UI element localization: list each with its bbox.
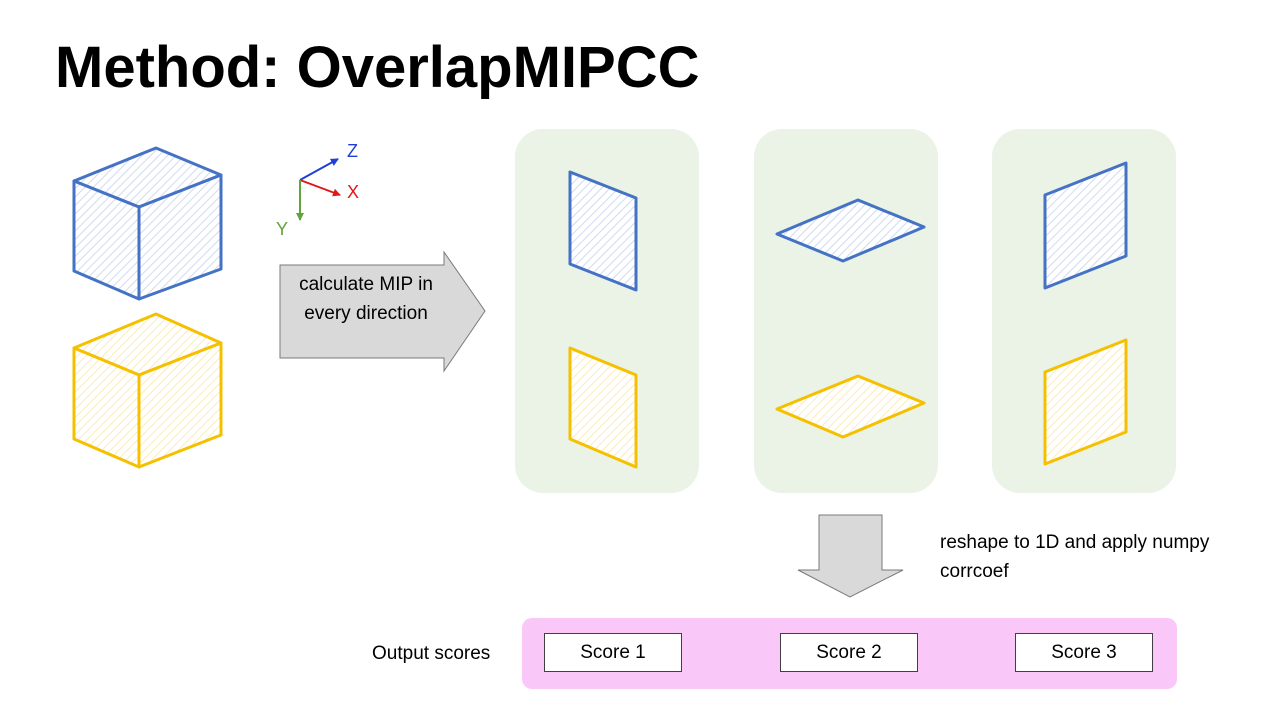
reshape-label: reshape to 1D and apply numpy corrcoef bbox=[940, 532, 1210, 582]
y-axis-label: Y bbox=[276, 219, 289, 239]
score-1-box: Score 1 bbox=[544, 633, 682, 672]
panel-1-yellow-projection bbox=[568, 346, 638, 469]
calculate-mip-arrow bbox=[279, 250, 486, 373]
yellow-volume-cube bbox=[72, 312, 223, 469]
panel-2-blue-projection bbox=[775, 198, 926, 263]
score-2-box: Score 2 bbox=[780, 633, 918, 672]
score-3-box: Score 3 bbox=[1015, 633, 1153, 672]
panel-1-blue-projection bbox=[568, 170, 638, 292]
panel-3-blue-projection bbox=[1043, 161, 1128, 290]
x-axis-arrow bbox=[299, 179, 341, 197]
slide-title: Method: OverlapMIPCC bbox=[55, 35, 700, 100]
panel-2-yellow-projection bbox=[775, 374, 926, 439]
x-axis-label: X bbox=[347, 182, 360, 202]
z-axis-label: Z bbox=[347, 141, 358, 161]
panel-3-yellow-projection bbox=[1043, 338, 1128, 466]
calculate-mip-label: calculate MIP in every direction bbox=[299, 274, 433, 324]
axes-indicator bbox=[296, 158, 341, 221]
blue-volume-cube bbox=[72, 146, 223, 301]
reshape-arrow bbox=[797, 514, 904, 598]
z-axis-arrow bbox=[299, 158, 339, 181]
output-scores-label: Output scores bbox=[372, 643, 491, 664]
